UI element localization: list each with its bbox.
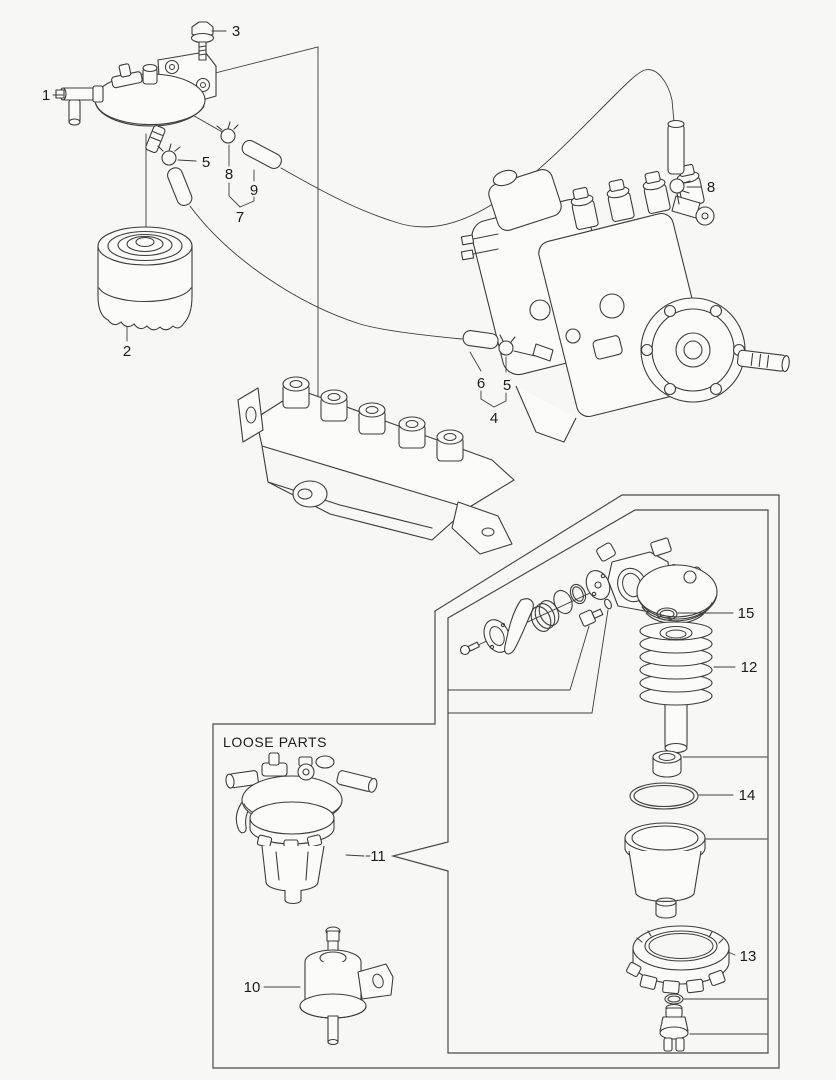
filter-internals-stack: [624, 607, 730, 1052]
banjo-fitting-11: [297, 756, 315, 781]
hose6-clamp5-group: [462, 330, 536, 408]
head-rim: [95, 103, 205, 126]
fuel-hose-part9: [241, 139, 282, 170]
callout-15[interactable]: 15: [738, 605, 755, 622]
callout-8a[interactable]: 8: [225, 166, 233, 183]
fuel-hose-lines: [189, 69, 675, 340]
outlet-port-11: [336, 770, 378, 793]
callout-labels: 1 3 5 8 9 7 2 8 6 5 4 11 10 15 12 14 13: [42, 23, 758, 996]
cock-lever: [504, 598, 534, 655]
hose-clamp-5a: [157, 143, 181, 166]
valve-plate: [585, 570, 611, 600]
inlet-fitting-part1: [55, 85, 104, 126]
enclosure-boxes: [212, 494, 780, 1069]
callout-11[interactable]: 11: [370, 848, 386, 865]
callout-8b[interactable]: 8: [707, 179, 715, 196]
o-ring-part15: [656, 607, 678, 621]
callout-2[interactable]: 2: [123, 343, 131, 360]
fuel-hose-to-pump-line: [280, 69, 675, 228]
screw: [459, 641, 480, 656]
snap-ring: [553, 589, 573, 615]
callout-3[interactable]: 3: [232, 23, 240, 40]
drain-o-ring: [664, 993, 684, 1005]
callout-6[interactable]: 6: [477, 375, 485, 392]
bracket-hole-inner: [200, 82, 206, 88]
callout-9[interactable]: 9: [250, 182, 258, 199]
hose-clamp-5b: [498, 334, 516, 356]
head-dome-cover: [636, 564, 718, 625]
bowl-11: [261, 845, 325, 905]
filter-element-part12: [639, 621, 713, 754]
spin-on-filter-part2: [97, 226, 193, 342]
injection-pump: [460, 163, 790, 443]
lower-inlet-barb: [532, 343, 554, 362]
callout-14[interactable]: 14: [739, 787, 756, 804]
t-union-11: [261, 752, 288, 777]
fuel-hose-part6: [462, 330, 499, 350]
complete-filter-assembly-part11: [225, 752, 378, 905]
drive-flange: [640, 297, 790, 403]
callout-12[interactable]: 12: [741, 659, 758, 676]
hose-clamp-8a: [216, 121, 239, 144]
top-boss-cap: [142, 63, 158, 73]
callout-4[interactable]: 4: [490, 410, 498, 427]
pump-bracket: [515, 385, 577, 443]
callout-10[interactable]: 10: [244, 979, 261, 996]
fuel-damper-part10: [299, 926, 394, 1046]
callout-5a[interactable]: 5: [202, 154, 210, 171]
fuel-filter-head-assembly: [55, 51, 217, 154]
loose-parts-title: LOOSE PARTS: [223, 734, 327, 750]
callout-1[interactable]: 1: [42, 87, 50, 104]
outlet-nipple: [145, 125, 166, 154]
filter-bowl: [624, 822, 706, 919]
outer-box: [212, 494, 780, 1069]
callout-13[interactable]: 13: [740, 948, 757, 965]
pin: [604, 598, 612, 610]
callout-5b[interactable]: 5: [503, 377, 511, 394]
seal-holder-ring: [652, 750, 682, 778]
ring-nut-part13: [626, 925, 730, 995]
head-bolt: [578, 608, 604, 627]
hose-clamp-8b: [669, 178, 691, 194]
filter-head-exploded-view: [447, 537, 718, 714]
drive-shaft: [736, 349, 790, 373]
delivery-valve-holders: [570, 163, 705, 230]
manifold-bosses: [282, 376, 464, 462]
bowl-gasket-part14: [629, 782, 699, 810]
pipe-clamp-8b: [667, 119, 691, 194]
mounting-bolt-part3: [190, 21, 215, 61]
drain-valve: [659, 1003, 689, 1052]
hose-segment: [167, 167, 193, 206]
t-fitting: [111, 63, 143, 89]
priming-knob-11: [315, 755, 335, 769]
fuel-return-hose-line: [189, 205, 463, 340]
callout-7[interactable]: 7: [236, 209, 244, 226]
bracket-hole-inner: [169, 64, 175, 70]
intake-manifold: [237, 376, 515, 555]
flange-plate: [483, 619, 511, 653]
o-ring-small-head: [569, 583, 587, 605]
detail-box: [390, 509, 769, 1054]
callout-leaders: [52, 30, 768, 1035]
